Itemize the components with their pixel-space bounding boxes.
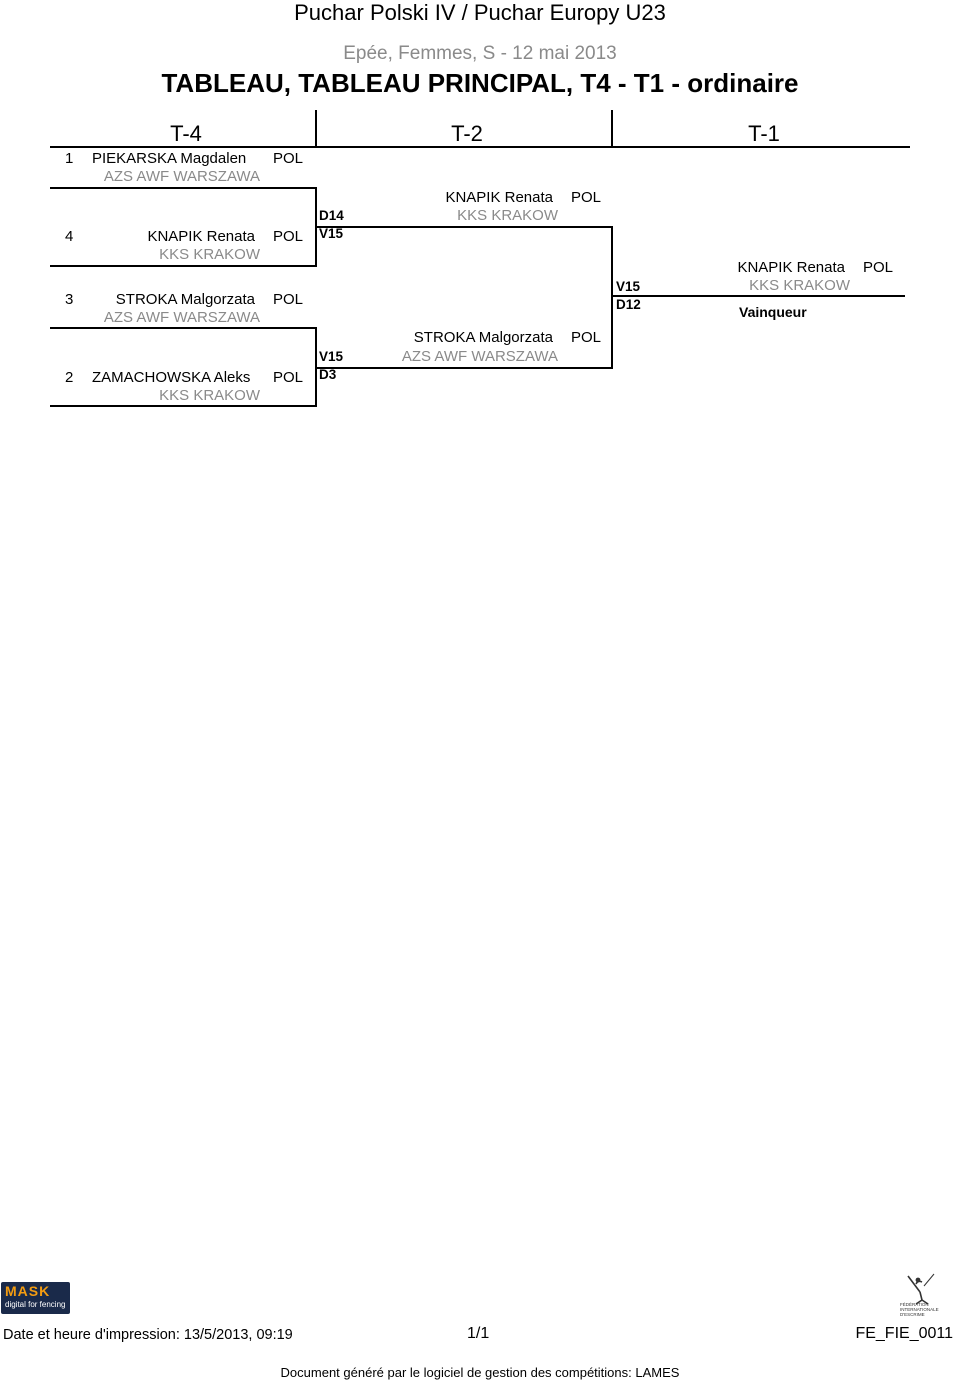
bracket-connector [611,226,613,369]
bout-score: V15 [319,226,344,241]
print-date: Date et heure d'impression: 13/5/2013, 0… [3,1327,293,1343]
fencer-country: POL [863,259,894,276]
fencer-club: KKS KRAKOW [749,277,850,294]
fencer-country: POL [571,329,602,346]
fencer-club: KKS KRAKOW [457,207,558,224]
fencer-club: AZS AWF WARSZAWA [103,309,260,326]
fencer-country: POL [273,291,304,308]
fencer-club: KKS KRAKOW [159,387,260,404]
bracket-line [315,226,612,228]
fencer-name: STROKA Malgorzata [115,291,255,308]
bout-score: V15 [319,349,344,364]
fie-logo: FÉDÉRATION INTERNATIONALE D'ESCRIME [898,1268,956,1317]
fencer-name: STROKA Malgorzata [413,329,553,346]
fencer-icon: FÉDÉRATION INTERNATIONALE D'ESCRIME [900,1273,939,1317]
fencer-name: ZAMACHOWSKA Aleks [92,369,251,386]
competition-title: Puchar Polski IV / Puchar Europy U23 [294,0,666,25]
page-number: 1/1 [467,1325,490,1342]
mask-logo-text: MASK [5,1283,51,1299]
bracket-line [50,265,315,267]
seed-number: 1 [65,150,74,167]
svg-text:FÉDÉRATION: FÉDÉRATION [900,1301,929,1307]
mask-logo-tagline: digital for fencing [5,1300,66,1309]
bout-score: D14 [319,208,344,223]
seed-number: 3 [65,291,74,308]
fencer-club: KKS KRAKOW [159,246,260,263]
bracket-line [315,367,612,369]
tableau-heading: TABLEAU, TABLEAU PRINCIPAL, T4 - T1 - or… [161,68,799,98]
bracket-line [50,327,315,329]
fencer-name: PIEKARSKA Magdalen [92,150,247,167]
fencer-country: POL [273,228,304,245]
column-header-t1: T-1 [748,121,780,146]
bout-score: V15 [616,279,641,294]
bracket-line [50,187,315,189]
column-header-t4: T-4 [170,121,202,146]
fencer-country: POL [273,369,304,386]
column-header-t2: T-2 [451,121,483,146]
header-rule [50,146,910,148]
fencer-country: POL [273,150,304,167]
fencer-club: AZS AWF WARSZAWA [103,168,260,185]
column-divider [611,110,613,146]
generated-by: Document généré par le logiciel de gesti… [280,1365,680,1380]
bracket-line [50,405,315,407]
seed-number: 4 [65,228,74,245]
winner-label: Vainqueur [739,304,807,320]
fencer-name: KNAPIK Renata [445,189,553,206]
fencer-name: KNAPIK Renata [147,228,255,245]
fencer-club: AZS AWF WARSZAWA [401,348,558,365]
bout-score: D3 [319,367,337,382]
svg-text:D'ESCRIME: D'ESCRIME [900,1312,925,1316]
bout-score: D12 [616,297,641,312]
event-subtitle: Epée, Femmes, S - 12 mai 2013 [343,43,617,64]
seed-number: 2 [65,369,74,386]
bracket-line [611,295,905,297]
fencer-name: KNAPIK Renata [737,259,845,276]
mask-logo: MASK digital for fencing [1,1282,70,1314]
svg-text:INTERNATIONALE: INTERNATIONALE [900,1307,939,1312]
document-code: FE_FIE_0011 [855,1325,953,1342]
column-divider [315,110,317,146]
fencer-country: POL [571,189,602,206]
